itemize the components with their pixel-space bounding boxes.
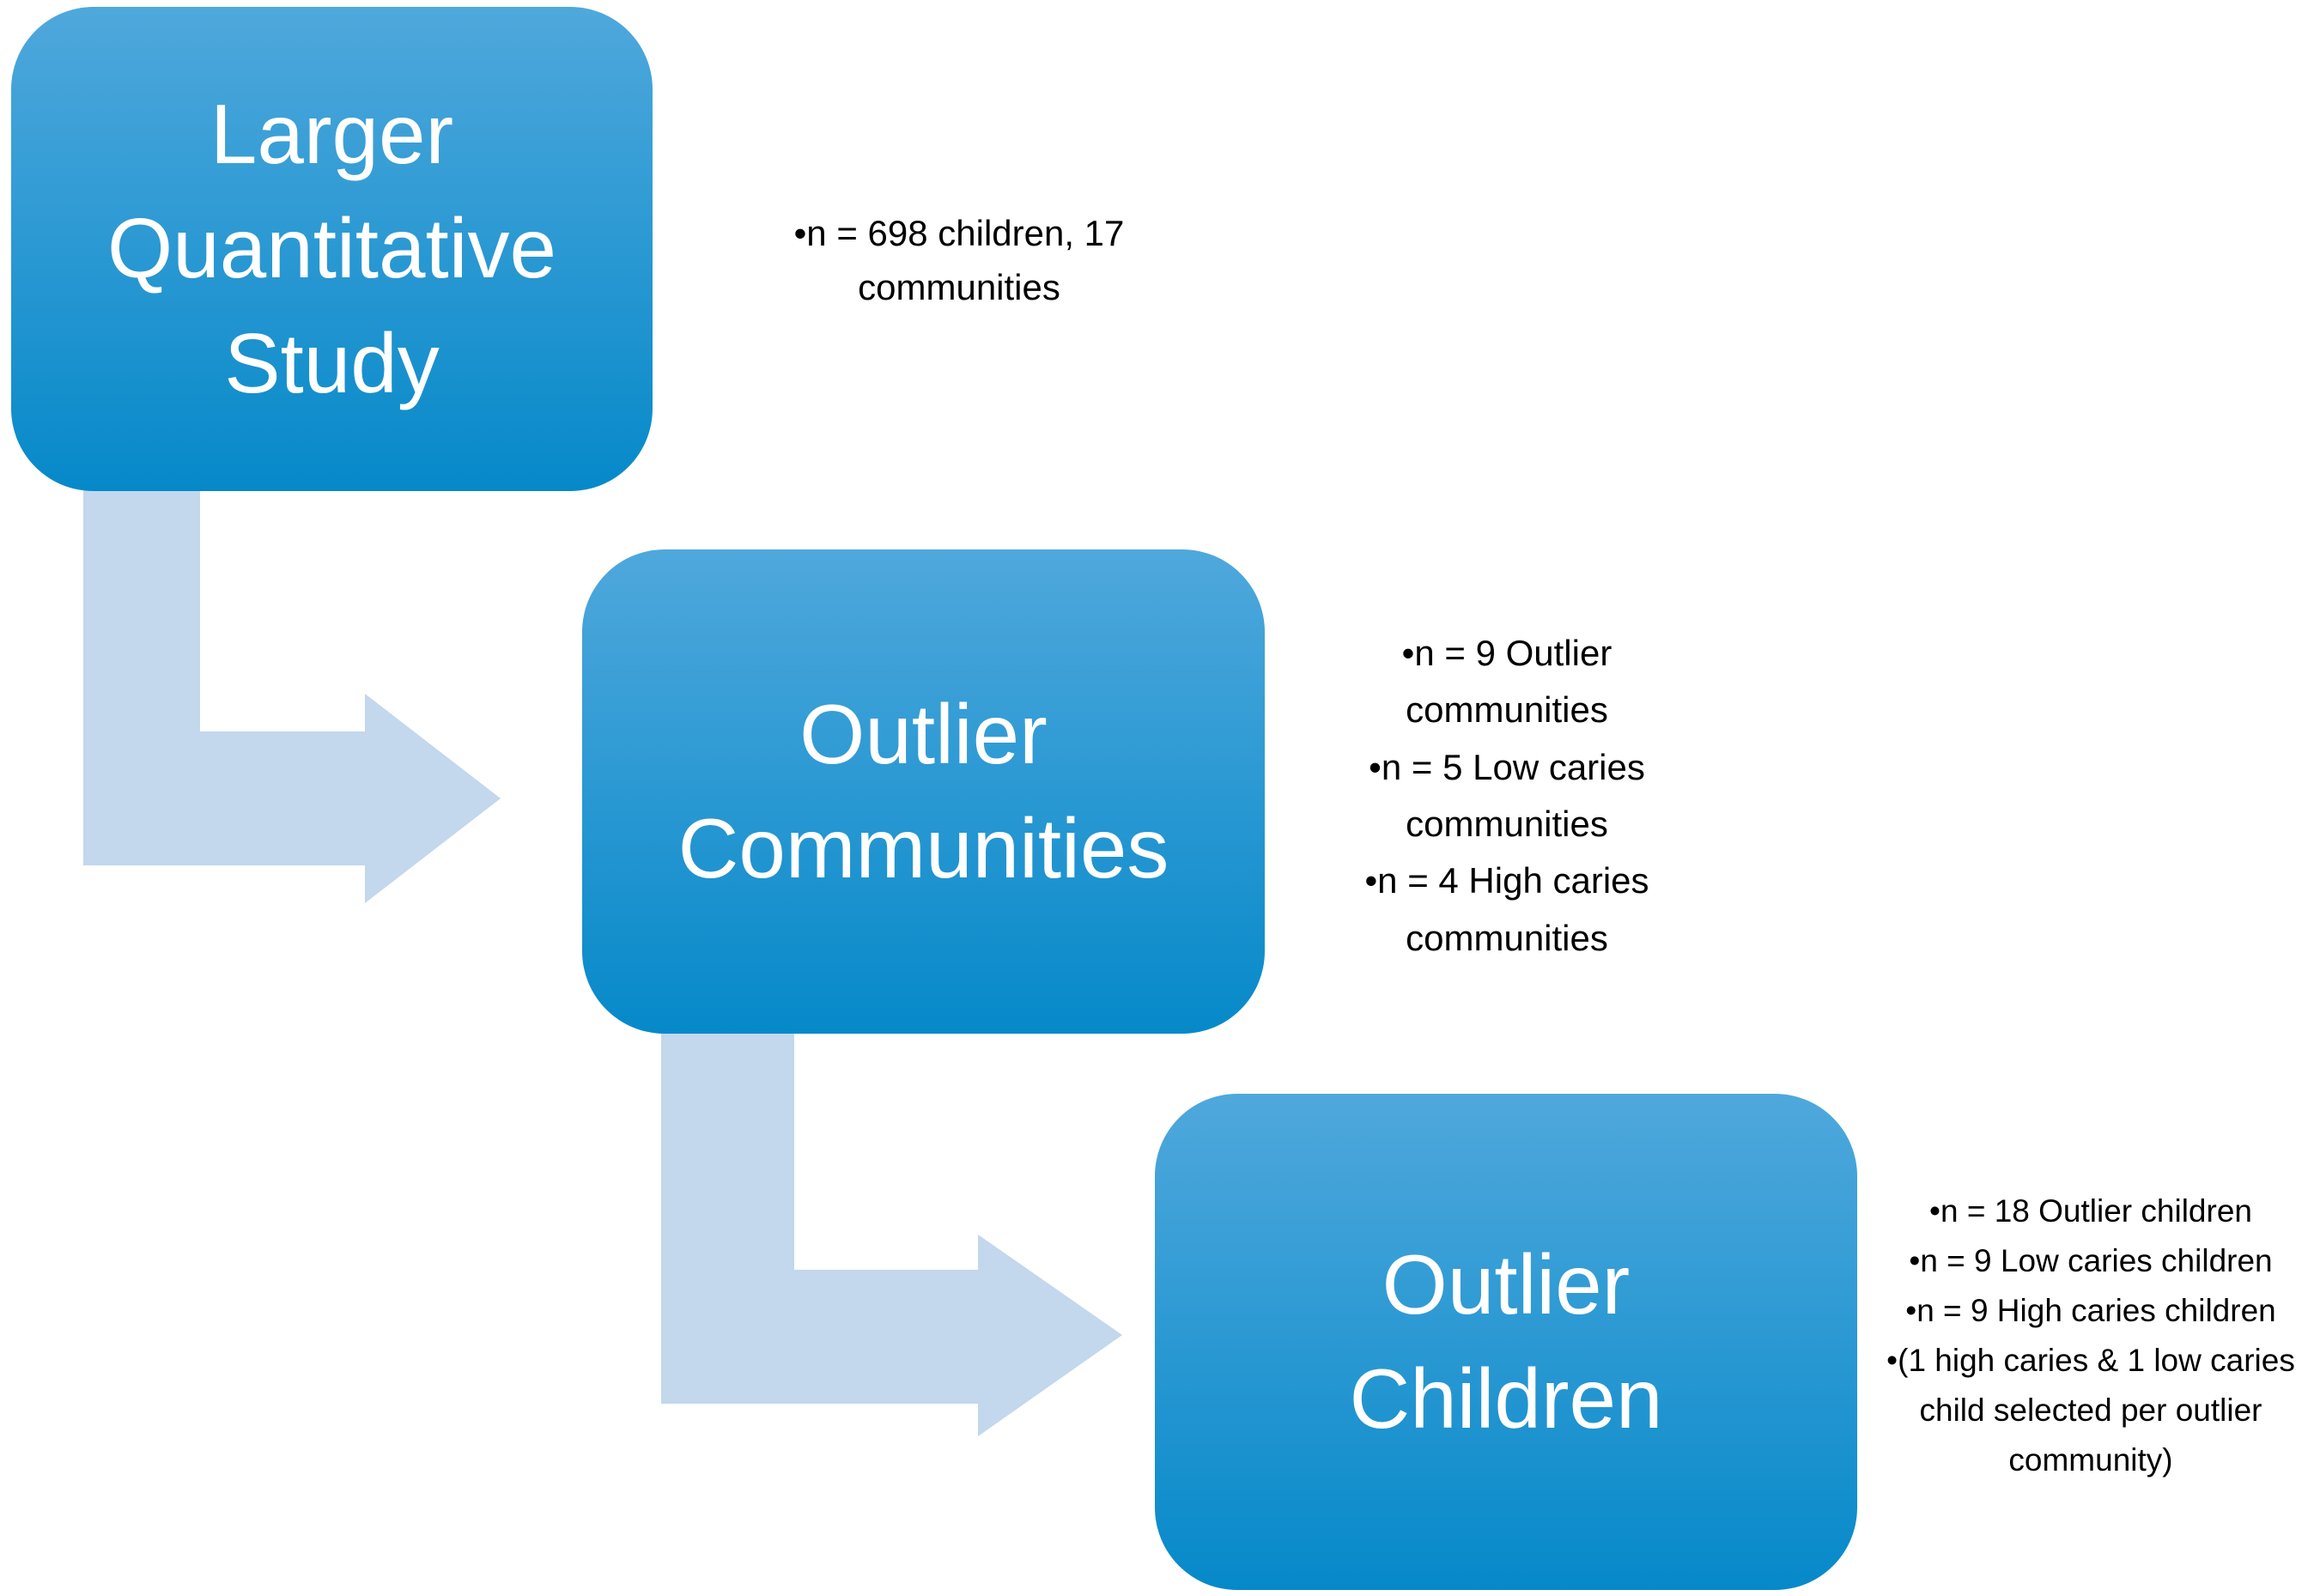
annotation-wrap-line: communities	[1406, 689, 1608, 731]
annotation-larger-quantitative-study: •n = 698 children, 17 communities	[744, 206, 1174, 314]
annotation-wrap-line: child selected per outlier	[1919, 1393, 2262, 1429]
annotation-bullet-line: •n = 9 High caries children	[1905, 1293, 2276, 1329]
annotation-bullet-line: •n = 18 Outlier children	[1929, 1193, 2252, 1229]
annotation-bullet-line: •n = 9 Low caries children	[1909, 1243, 2273, 1279]
node-title-line: Quantitative	[107, 201, 556, 296]
node-title-line: Study	[224, 315, 440, 410]
node-title-line: Outlier	[799, 686, 1048, 781]
annotation-bullet-line: •n = 698 children, 17	[793, 213, 1125, 253]
elbow-arrow-2	[661, 1029, 1122, 1436]
annotation-wrap-line: communities	[1406, 917, 1608, 958]
annotation-wrap-line: communities	[1406, 804, 1608, 845]
annotation-bullet-line: •(1 high caries & 1 low caries	[1886, 1343, 2295, 1379]
annotation-bullet-line: •n = 9 Outlier	[1401, 633, 1612, 673]
annotation-outlier-communities: •n = 9 Outlier communities •n = 5 Low cari…	[1352, 625, 1661, 967]
node-title-line: Outlier	[1382, 1236, 1631, 1332]
node-title-line: Children	[1349, 1351, 1663, 1446]
annotation-bullet-line: •n = 5 Low caries	[1369, 746, 1645, 787]
annotation-bullet-line: •n = 4 High caries	[1364, 860, 1649, 901]
node-title-line: Communities	[677, 801, 1169, 895]
annotation-outlier-children: •n = 18 Outlier children •n = 9 Low carie…	[1863, 1186, 2318, 1485]
annotation-wrap-line: community)	[2008, 1442, 2173, 1478]
elbow-arrow-1	[83, 489, 501, 903]
annotation-wrap-line: communities	[858, 267, 1060, 307]
node-title-line: Larger	[210, 87, 454, 182]
